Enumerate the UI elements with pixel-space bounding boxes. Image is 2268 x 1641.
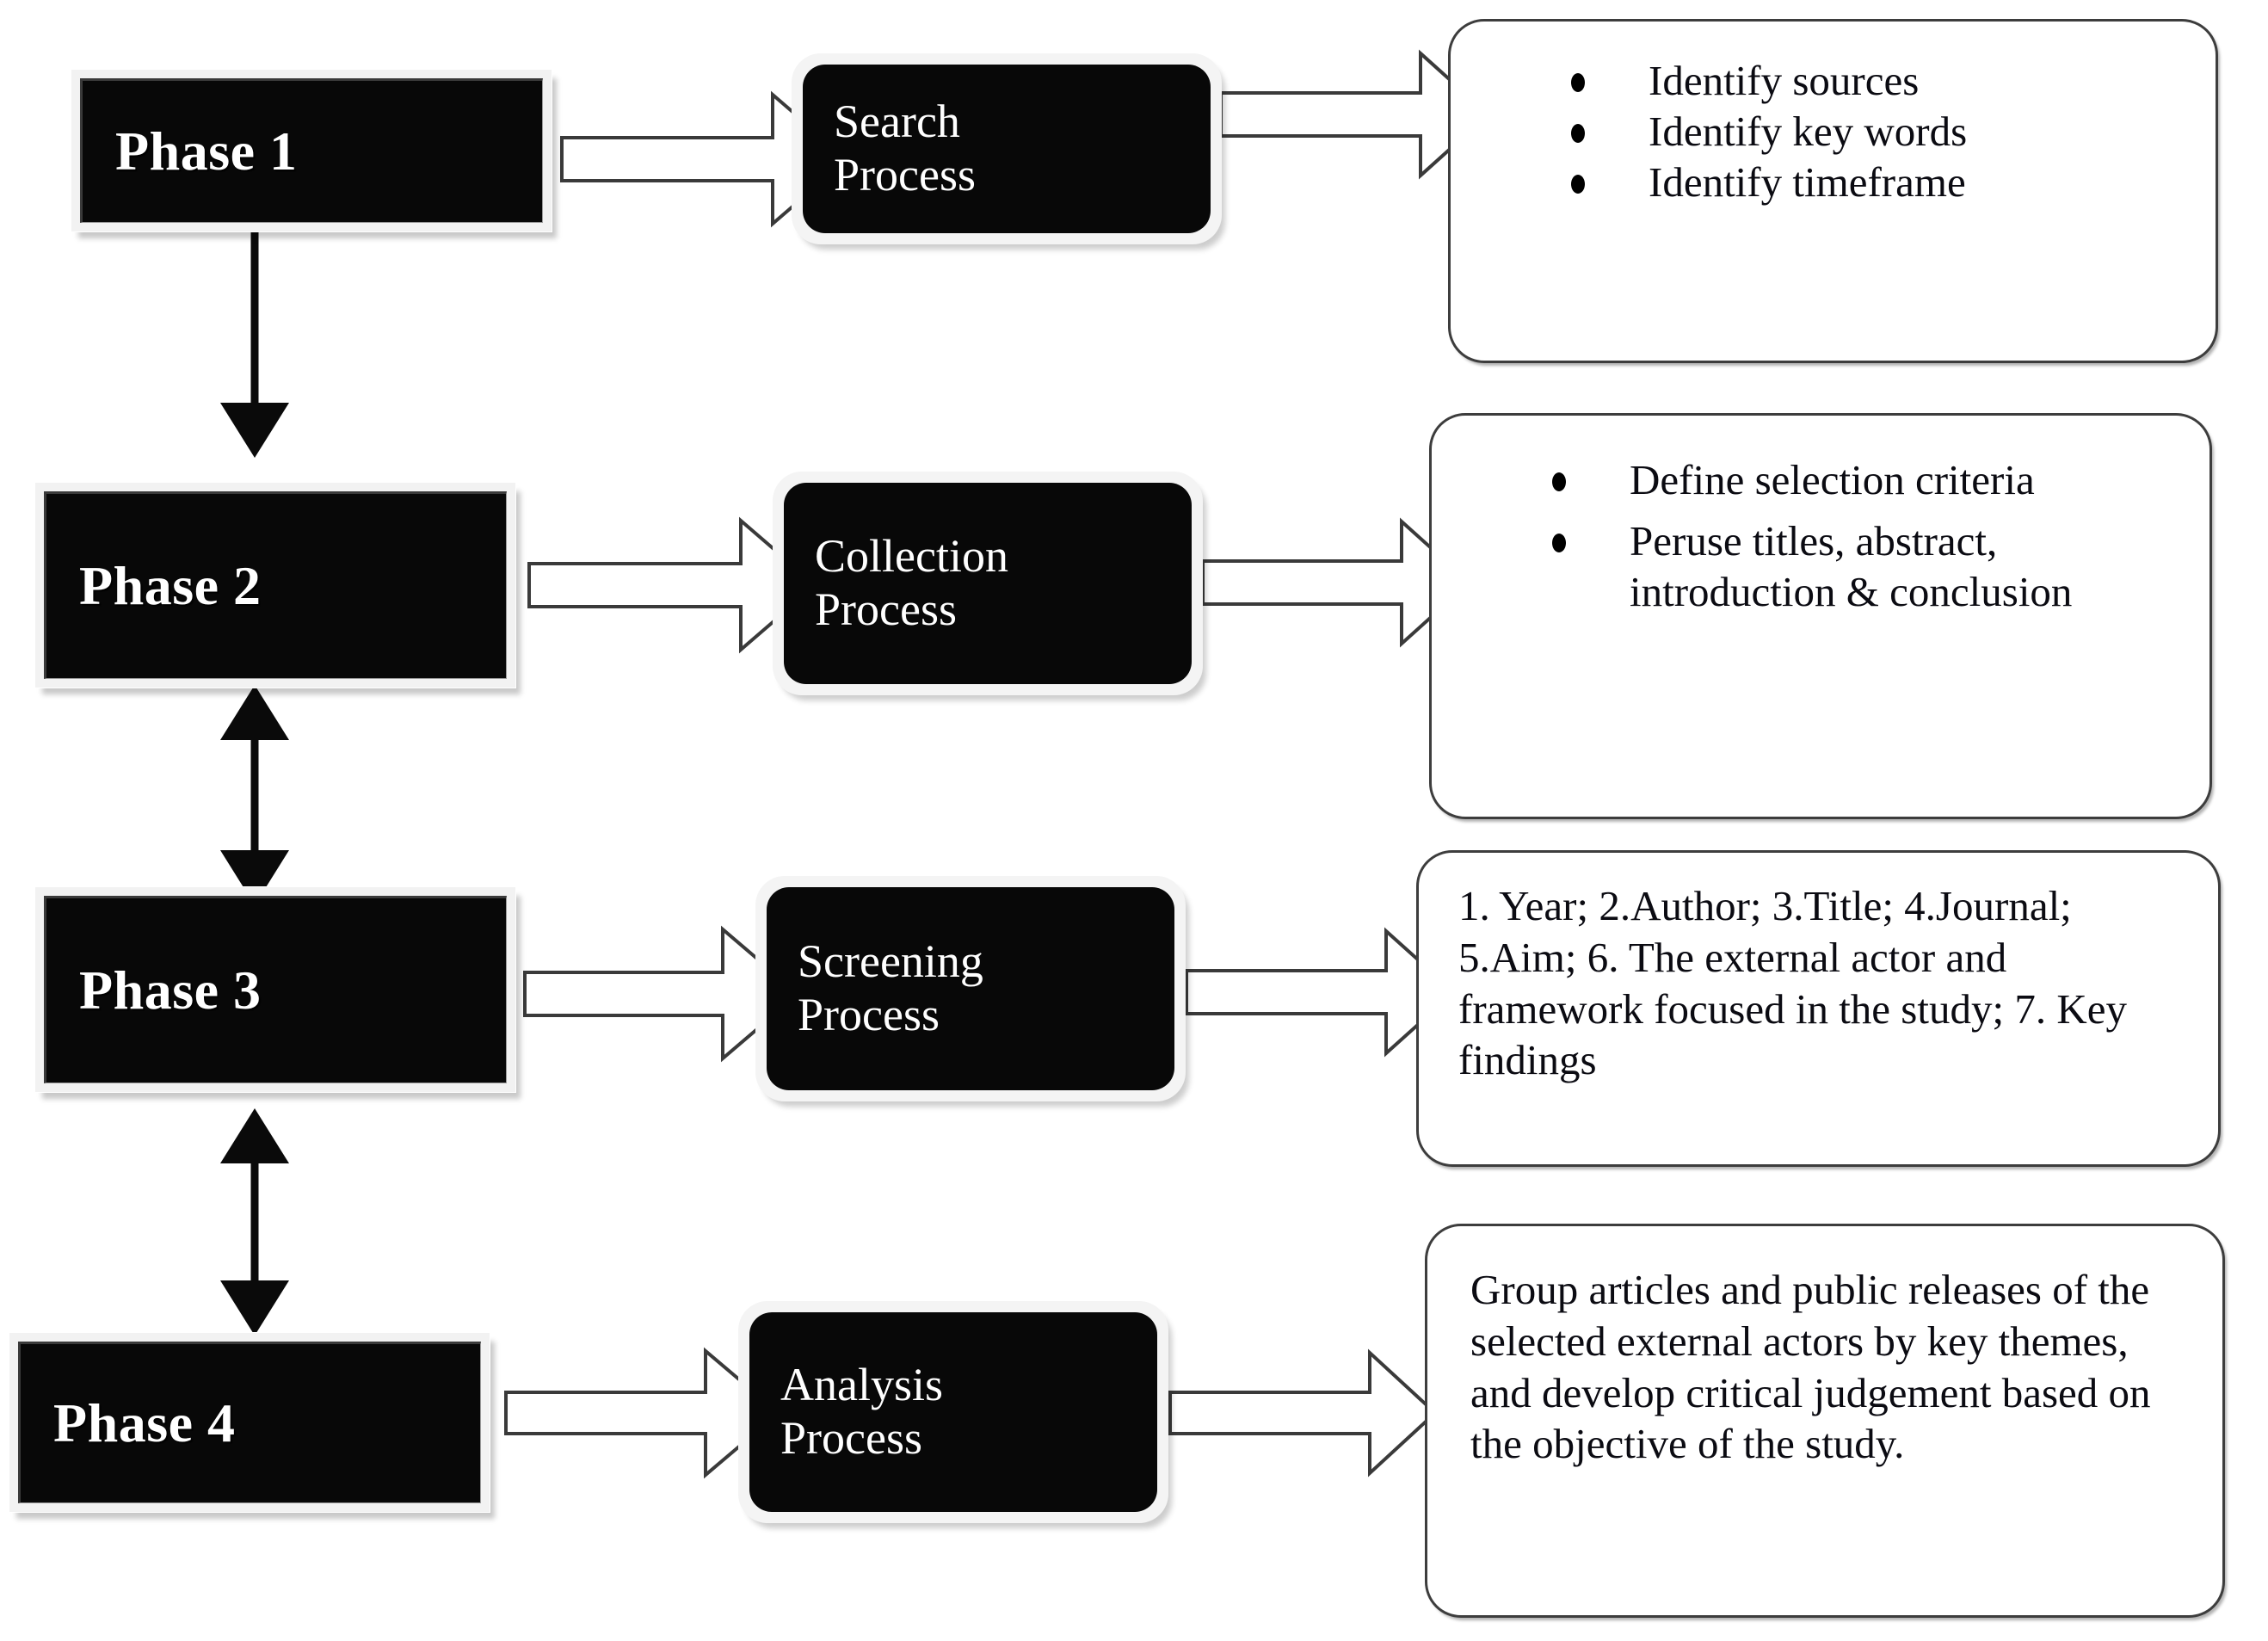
block-arrow-screening-to-panel3 — [1185, 927, 1457, 1058]
phase-box-2-core: Phase 2 — [44, 491, 507, 679]
process-box-screening-line1: Screening — [798, 935, 983, 988]
process-box-collection[interactable]: Collection Process — [773, 472, 1203, 695]
phase-box-4-label: Phase 4 — [53, 1392, 236, 1453]
detail-panel-2-bullet-1: Define selection criteria — [1630, 456, 2035, 503]
phase-box-4-core: Phase 4 — [18, 1342, 481, 1503]
process-box-search[interactable]: Search Process — [792, 53, 1222, 244]
detail-panel-1-bullet-2: Identify key words — [1649, 107, 1968, 155]
list-item: Identify sources — [1571, 56, 2176, 107]
detail-panel-2-bullet-list: Define selection criteria Peruse titles,… — [1552, 455, 2161, 617]
phase-box-1[interactable]: Phase 1 — [71, 69, 552, 232]
bullet-dot-icon — [1571, 73, 1585, 92]
list-item: Define selection criteria — [1552, 455, 2161, 506]
process-box-search-line1: Search — [834, 96, 960, 148]
phase-box-1-label: Phase 1 — [115, 120, 298, 182]
detail-panel-4-text: Group articles and public releases of th… — [1470, 1266, 2151, 1468]
detail-panel-1-bullet-list: Identify sources Identify key words Iden… — [1571, 56, 2176, 207]
process-box-analysis-line1: Analysis — [780, 1359, 943, 1411]
block-arrow-analysis-to-panel4 — [1168, 1348, 1438, 1478]
process-box-analysis-core: Analysis Process — [749, 1312, 1157, 1512]
process-box-screening-core: Screening Process — [767, 887, 1174, 1090]
bullet-dot-icon — [1571, 174, 1585, 194]
list-item: Identify key words — [1571, 107, 2176, 157]
double-arrow-phase3-phase4 — [220, 1108, 289, 1336]
detail-panel-2[interactable]: Define selection criteria Peruse titles,… — [1429, 413, 2212, 819]
phase-box-3-core: Phase 3 — [44, 896, 507, 1083]
phase-box-2[interactable]: Phase 2 — [34, 482, 516, 688]
process-box-collection-line1: Collection — [815, 530, 1008, 583]
process-box-screening[interactable]: Screening Process — [755, 876, 1186, 1101]
detail-panel-4[interactable]: Group articles and public releases of th… — [1425, 1224, 2225, 1618]
bullet-dot-icon — [1552, 472, 1566, 491]
double-arrow-phase2-phase3 — [220, 685, 289, 905]
detail-panel-2-bullet-2: Peruse titles, abstract, introduction & … — [1630, 516, 2073, 615]
phase-box-2-label: Phase 2 — [79, 555, 262, 616]
list-item: Identify timeframe — [1571, 157, 2176, 208]
bullet-dot-icon — [1552, 533, 1566, 552]
phase-box-1-core: Phase 1 — [80, 78, 543, 223]
detail-panel-3[interactable]: 1. Year; 2.Author; 3.Title; 4.Journal; 5… — [1416, 850, 2221, 1167]
phase-box-3[interactable]: Phase 3 — [34, 886, 516, 1093]
list-item: Peruse titles, abstract, introduction & … — [1552, 516, 2161, 618]
detail-panel-3-text: 1. Year; 2.Author; 3.Title; 4.Journal; 5… — [1458, 882, 2127, 1084]
process-box-analysis-line2: Process — [780, 1412, 922, 1464]
phase-box-4[interactable]: Phase 4 — [9, 1332, 490, 1513]
phase-box-3-label: Phase 3 — [79, 959, 262, 1021]
process-box-search-core: Search Process — [803, 65, 1211, 233]
process-box-screening-line2: Process — [798, 989, 940, 1040]
detail-panel-1-bullet-3: Identify timeframe — [1649, 157, 1966, 206]
bullet-dot-icon — [1571, 123, 1585, 143]
detail-panel-1[interactable]: Identify sources Identify key words Iden… — [1448, 19, 2218, 363]
process-box-search-line2: Process — [834, 149, 976, 200]
process-box-collection-line2: Process — [815, 583, 957, 635]
process-box-collection-core: Collection Process — [784, 483, 1192, 684]
process-box-analysis[interactable]: Analysis Process — [738, 1301, 1168, 1523]
detail-panel-1-bullet-1: Identify sources — [1649, 57, 1920, 104]
